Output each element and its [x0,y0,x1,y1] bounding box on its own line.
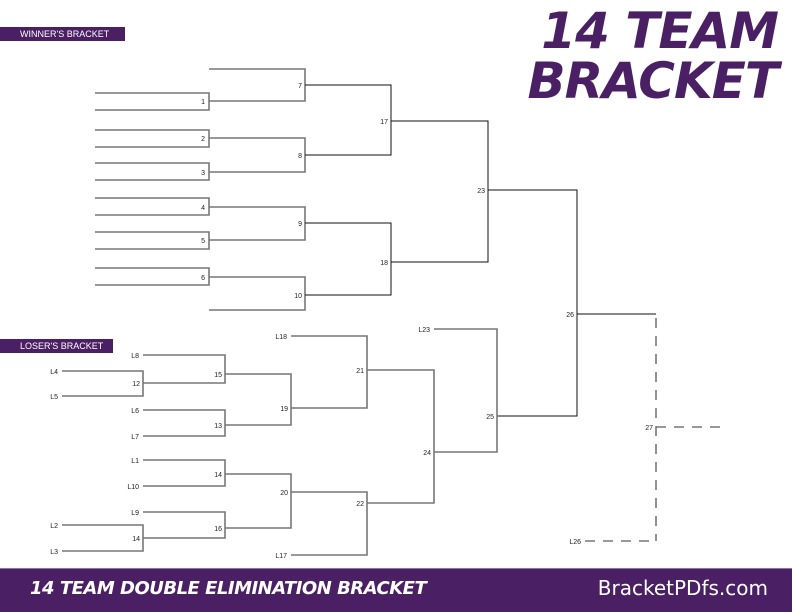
game-15: 15 [214,372,222,379]
game-27: 27 [645,425,653,432]
game-6: 6 [201,275,205,282]
game-3: 3 [201,170,205,177]
slot-L4: L4 [50,369,58,376]
game-22: 22 [356,501,364,508]
slot-L26: L26 [569,539,581,546]
game-24: 24 [423,450,431,457]
game-25: 25 [486,414,494,421]
game-4: 4 [201,205,205,212]
winners-bracket-label: WINNER'S BRACKET [0,27,125,41]
game-1: 1 [201,99,205,106]
game-21: 21 [356,368,364,375]
slot-L23: L23 [418,327,430,334]
game-5: 5 [201,238,205,245]
footer-title: 14 TEAM DOUBLE ELIMINATION BRACKET [30,578,427,599]
losers-bracket-label: LOSER'S BRACKET [0,339,113,353]
losers-lines [62,328,498,556]
title-line-1: 14 TEAM [541,2,779,60]
slot-L18: L18 [275,334,287,341]
slot-L5: L5 [50,394,58,401]
page-title: 14 TEAM BRACKET [527,2,779,110]
game-14: 14 [214,472,222,479]
game-14b: 14 [132,536,140,543]
game-17: 17 [380,119,388,126]
footer-site-link[interactable]: BracketPDfs.com [597,576,768,600]
slot-L10: L10 [127,484,139,491]
game-7: 7 [298,83,302,90]
slot-L2: L2 [50,523,58,530]
footer-bar: 14 TEAM DOUBLE ELIMINATION BRACKET Brack… [0,568,792,612]
game-20: 20 [280,490,288,497]
game-12: 12 [132,381,140,388]
slot-L9: L9 [131,510,139,517]
game-13: 13 [214,423,222,430]
slot-L6: L6 [131,408,139,415]
slot-L8: L8 [131,353,139,360]
game-numbers: 1 2 3 4 5 6 7 8 9 10 17 18 23 26 27 L4 L… [50,83,653,560]
game-9: 9 [298,221,302,228]
winners-lines [95,68,306,311]
game-23: 23 [477,188,485,195]
bracket-diagram: 1 2 3 4 5 6 7 8 9 10 17 18 23 26 27 L4 L… [50,68,722,560]
game-8: 8 [298,153,302,160]
title-line-2: BRACKET [527,52,779,110]
slot-L7: L7 [131,434,139,441]
game-19: 19 [280,406,288,413]
game-26: 26 [566,312,574,319]
slot-L17: L17 [275,553,287,560]
slot-L1: L1 [131,458,139,465]
game-2: 2 [201,136,205,143]
game-18: 18 [380,260,388,267]
slot-L3: L3 [50,549,58,556]
game-16: 16 [214,526,222,533]
game-10: 10 [294,293,302,300]
